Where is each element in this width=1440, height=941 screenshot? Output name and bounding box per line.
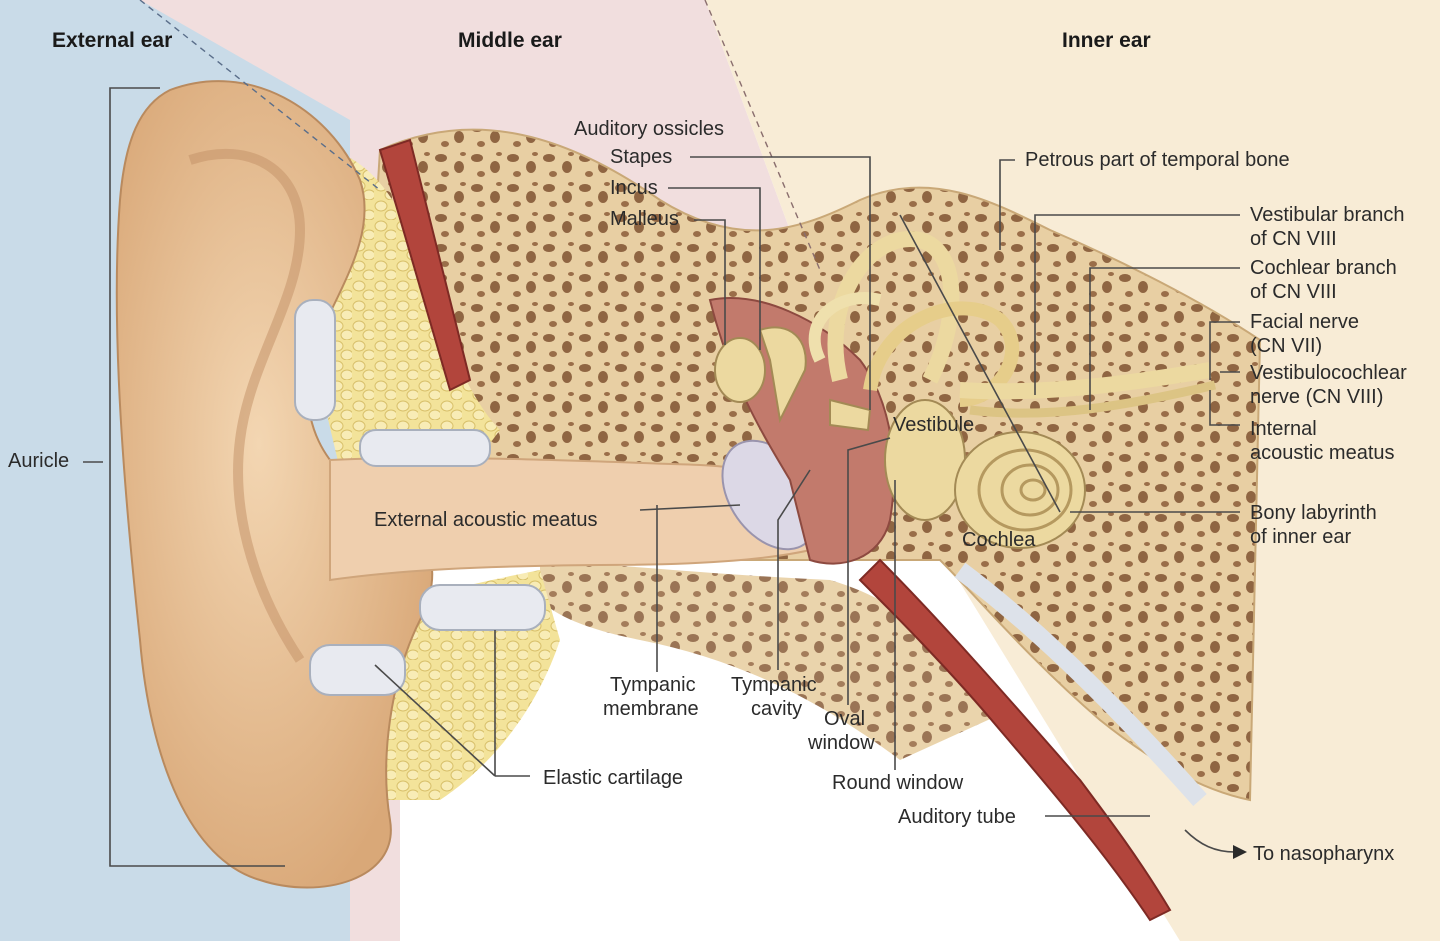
region-header-external: External ear (52, 29, 172, 52)
label-auricle: Auricle (8, 450, 69, 472)
label-facial-nerve-2: (CN VII) (1250, 335, 1322, 357)
line-internal-meatus (1209, 390, 1240, 426)
leader-lines (83, 0, 1247, 867)
line-tympanic-cavity (777, 469, 811, 670)
line-incus (668, 187, 761, 350)
muscle-strip (378, 138, 472, 392)
label-incus: Incus (610, 177, 658, 199)
label-tympanic-membrane-2: membrane (603, 698, 699, 720)
cartilage-plate-3 (309, 644, 406, 696)
label-bony-labyrinth-2: of inner ear (1250, 526, 1352, 548)
line-vestibular (1034, 214, 1240, 395)
label-vestibulocochlear-1: Vestibulocochlear (1250, 362, 1407, 384)
line-cochlear (1089, 267, 1240, 410)
label-internal-meatus-1: Internal (1250, 418, 1317, 440)
semicircular-canal-3 (808, 292, 882, 363)
label-bony-labyrinth-1: Bony labyrinth (1250, 502, 1377, 524)
middle-inner-divider (704, 0, 821, 271)
malleus-shape (714, 337, 766, 403)
vestibulocochlear-nerve-shape (959, 362, 1212, 400)
line-elastic-cartilage-1 (374, 664, 496, 777)
line-ossicles-labyrinth (899, 214, 1061, 513)
line-stapes (690, 156, 871, 410)
auricle-fold (188, 148, 306, 663)
label-internal-meatus-2: acoustic meatus (1250, 442, 1395, 464)
semicircular-canal-1 (827, 231, 960, 384)
label-tympanic-membrane-1: Tympanic (610, 674, 696, 696)
label-oval-window-1: Oval (824, 708, 865, 730)
label-round-window: Round window (832, 772, 964, 794)
arrowhead-to-nasopharynx (1233, 845, 1247, 859)
label-to-nasopharynx: To nasopharynx (1253, 843, 1394, 865)
label-petrous: Petrous part of temporal bone (1025, 149, 1290, 171)
external-middle-divider (139, 0, 381, 191)
auditory-tube-lining (954, 562, 1207, 806)
bracket-auricle (109, 87, 285, 867)
line-malleus (694, 219, 726, 345)
label-facial-nerve-1: Facial nerve (1250, 311, 1359, 333)
cartilage-plate-2 (359, 429, 491, 467)
label-oval-window-2: window (807, 732, 875, 754)
label-tympanic-cavity-1: Tympanic (731, 674, 817, 696)
label-vestibulocochlear-2: nerve (CN VIII) (1250, 386, 1383, 408)
region-header-middle: Middle ear (458, 29, 562, 52)
label-external-meatus: External acoustic meatus (374, 509, 597, 531)
label-vestibular-branch-1: Vestibular branch (1250, 204, 1405, 226)
line-petrous (999, 159, 1015, 250)
auditory-tube-shape (858, 558, 1172, 922)
incus-shape (758, 326, 807, 424)
label-vestibule: Vestibule (893, 414, 974, 436)
label-auditory-ossicles: Auditory ossicles (574, 118, 724, 140)
label-tympanic-cavity-2: cavity (751, 698, 802, 720)
cochlea-shape (954, 431, 1086, 549)
line-oval-window (847, 437, 891, 705)
cartilage-plate-1 (294, 299, 336, 421)
label-malleus: Malleus (610, 208, 679, 230)
cartilage-plate-4 (419, 584, 546, 631)
label-vestibular-branch-2: of CN VIII (1250, 228, 1337, 250)
label-cochlear-branch-1: Cochlear branch (1250, 257, 1397, 279)
label-cochlea: Cochlea (962, 529, 1036, 551)
label-cochlear-branch-2: of CN VIII (1250, 281, 1337, 303)
line-facial (1209, 321, 1240, 380)
stapes-shape (829, 398, 872, 432)
arrow-to-nasopharynx (1184, 829, 1236, 853)
region-header-inner: Inner ear (1062, 29, 1151, 52)
label-auditory-tube: Auditory tube (898, 806, 1016, 828)
label-elastic-cartilage: Elastic cartilage (543, 767, 683, 789)
label-stapes: Stapes (610, 146, 672, 168)
